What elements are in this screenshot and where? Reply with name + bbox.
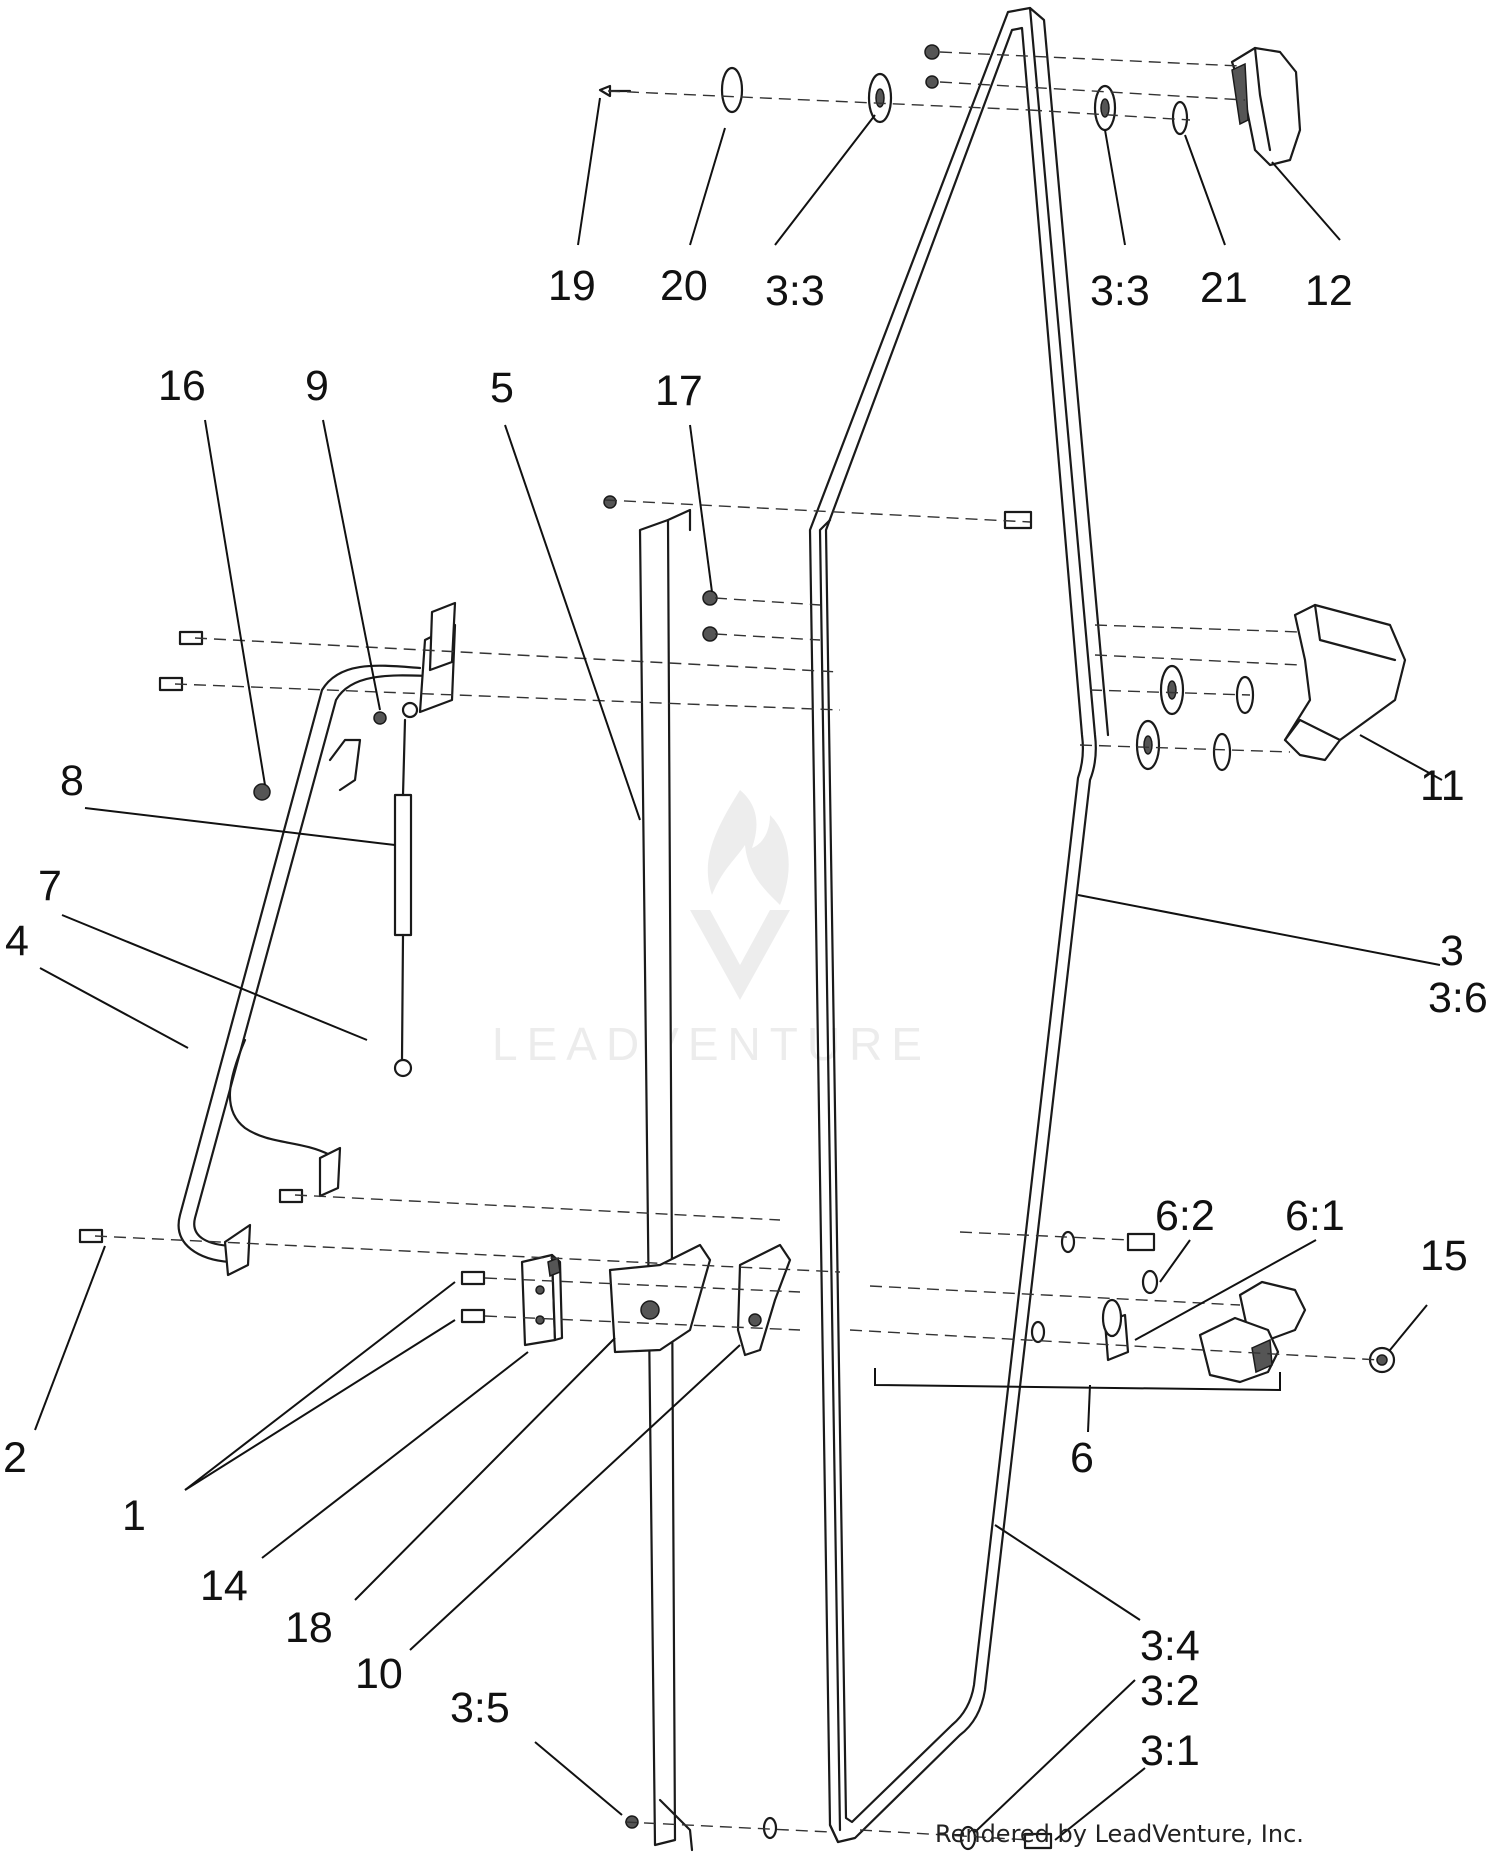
parts bbox=[78, 6, 1407, 1852]
callout-3-2: 3:2 bbox=[1140, 1667, 1200, 1715]
callout-15: 15 bbox=[1420, 1232, 1468, 1280]
callout-16: 16 bbox=[158, 362, 206, 410]
top-handle bbox=[1230, 46, 1302, 167]
callout-6-1: 6:1 bbox=[1285, 1192, 1345, 1240]
callout-19: 19 bbox=[548, 262, 596, 310]
callout-8: 8 bbox=[60, 757, 84, 805]
callout-12: 12 bbox=[1305, 267, 1353, 315]
callout-7: 7 bbox=[38, 862, 62, 910]
watermark-text: LEADVENTURE bbox=[492, 1018, 931, 1070]
leader-lines bbox=[34, 97, 1443, 1841]
callout-labels: 19 20 3:3 3:3 21 12 16 9 5 17 8 11 7 4 3… bbox=[3, 262, 1488, 1775]
gas-strut bbox=[328, 701, 419, 1078]
latch-assembly bbox=[1103, 1280, 1307, 1384]
group-bracket-6 bbox=[874, 1368, 1281, 1392]
hinge-post bbox=[638, 508, 694, 1852]
knob bbox=[1368, 1346, 1396, 1374]
callout-6: 6 bbox=[1070, 1434, 1094, 1482]
callout-3-6: 3:6 bbox=[1428, 974, 1488, 1022]
side-rail bbox=[177, 601, 457, 1277]
callout-10: 10 bbox=[355, 1650, 403, 1698]
callout-17: 17 bbox=[655, 367, 703, 415]
callout-21: 21 bbox=[1200, 264, 1248, 312]
callout-9: 9 bbox=[305, 362, 329, 410]
callout-20: 20 bbox=[660, 262, 708, 310]
assembly-lines bbox=[94, 51, 1381, 1841]
callout-1: 1 bbox=[122, 1492, 146, 1540]
watermark-v-icon bbox=[690, 910, 790, 1000]
washers bbox=[720, 66, 1255, 1344]
callout-3-3-left: 3:3 bbox=[765, 267, 825, 315]
callout-14: 14 bbox=[200, 1562, 248, 1610]
fasteners bbox=[78, 44, 1156, 1851]
callout-2: 2 bbox=[3, 1434, 27, 1482]
middle-handle bbox=[1283, 603, 1407, 762]
watermark: LEADVENTURE bbox=[492, 790, 931, 1070]
callout-6-2: 6:2 bbox=[1155, 1192, 1215, 1240]
callout-5: 5 bbox=[490, 364, 514, 412]
render-credit: Rendered by LeadVenture, Inc. bbox=[935, 1820, 1304, 1848]
door-panel bbox=[808, 6, 1110, 1844]
watermark-flame-icon bbox=[707, 790, 789, 905]
callout-3-1: 3:1 bbox=[1140, 1727, 1200, 1775]
callout-4: 4 bbox=[5, 917, 29, 965]
callout-3-5: 3:5 bbox=[450, 1684, 510, 1732]
callout-18: 18 bbox=[285, 1604, 333, 1652]
callout-3-4: 3:4 bbox=[1140, 1622, 1200, 1670]
callout-3-3-right: 3:3 bbox=[1090, 267, 1150, 315]
callout-3: 3 bbox=[1440, 927, 1464, 975]
hinge-block bbox=[520, 1253, 564, 1347]
callout-11: 11 bbox=[1420, 762, 1465, 810]
